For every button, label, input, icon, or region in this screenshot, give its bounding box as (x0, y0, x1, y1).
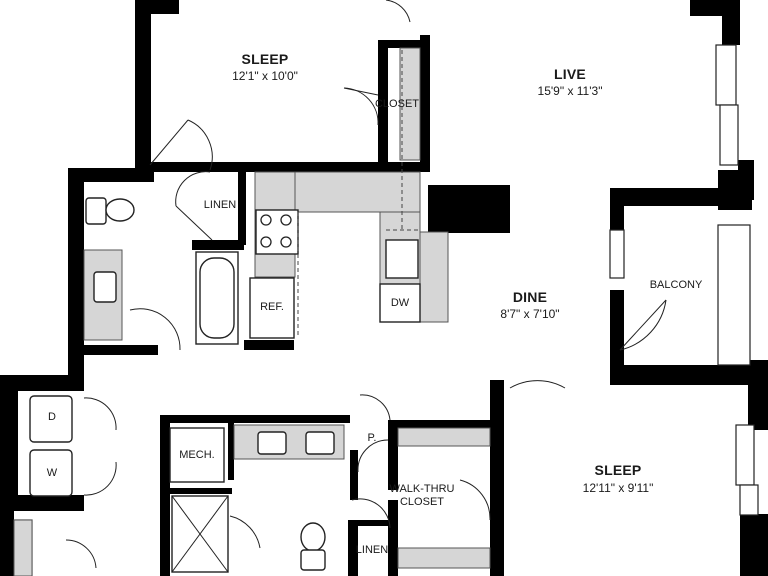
room-name-sleep-bottom: SLEEP (594, 462, 642, 478)
upper-cabinets (297, 50, 420, 336)
walk-thru-closet-label-line1: WALK-THRU (389, 483, 455, 495)
pantry-label: P. (367, 432, 377, 444)
closet-label: CLOSET (374, 98, 419, 110)
linen-label-top: LINEN (203, 199, 237, 211)
room-name-live: LIVE (554, 66, 586, 82)
linen-label-bottom: LINEN (355, 544, 389, 556)
room-dims-sleep-bottom: 12'11" x 9'11" (582, 481, 654, 495)
walk-thru-closet-label-line2: CLOSET (399, 496, 444, 508)
dryer-label: D (48, 411, 56, 423)
mech-label: MECH. (179, 449, 215, 461)
washer-label: W (46, 467, 58, 479)
room-name-dine: DINE (512, 289, 548, 305)
balcony-label: BALCONY (649, 279, 703, 291)
room-dims-dine: 8'7" x 7'10" (500, 307, 560, 321)
dishwasher-label: DW (390, 297, 410, 309)
shower-lines (65, 0, 667, 573)
room-dims-live: 15'9" x 11'3" (537, 84, 603, 98)
fridge-label: REF. (260, 301, 284, 313)
burners (260, 214, 292, 248)
room-name-sleep-top: SLEEP (241, 51, 289, 67)
room-dims-sleep-top: 12'1" x 10'0" (232, 69, 298, 83)
